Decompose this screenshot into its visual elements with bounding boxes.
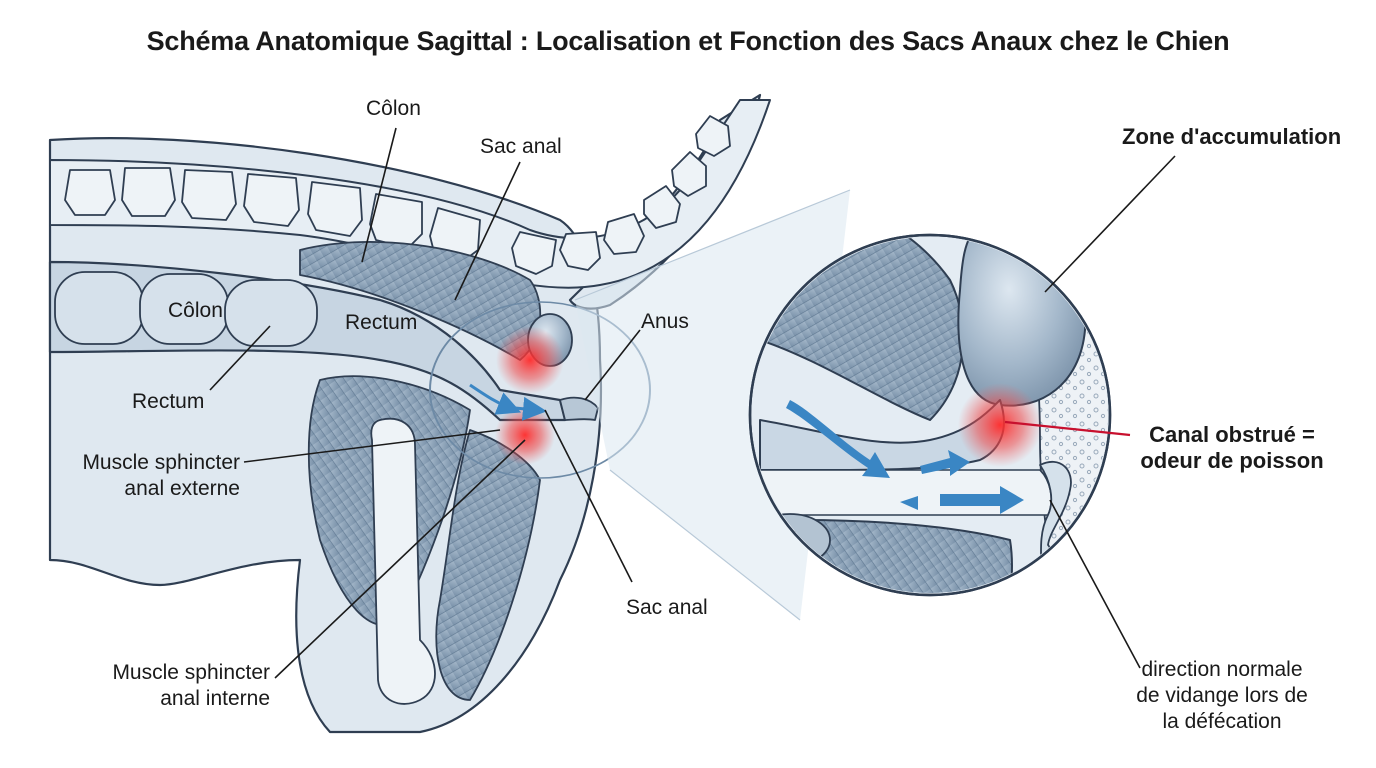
label-anus: Anus — [641, 309, 689, 335]
label-sphincter-externe-line1: Muscle sphincter — [30, 450, 240, 476]
label-sac-anal-top: Sac anal — [480, 134, 562, 160]
label-direction-line3: la défécation — [1112, 709, 1332, 735]
label-rectum-left: Rectum — [132, 389, 204, 415]
label-canal-obstrue: Canal obstrué = odeur de poisson — [1122, 422, 1342, 474]
label-sphincter-interne-line1: Muscle sphincter — [60, 660, 270, 686]
label-canal-obstrue-line1: Canal obstrué = — [1122, 422, 1342, 448]
label-colon-mid: Côlon — [168, 298, 223, 324]
label-direction-vidange: direction normale de vidange lors de la … — [1112, 657, 1332, 735]
label-sphincter-interne-line2: anal interne — [60, 686, 270, 712]
label-rectum-mid: Rectum — [345, 310, 417, 336]
label-zone-accumulation: Zone d'accumulation — [1122, 124, 1341, 150]
label-canal-obstrue-line2: odeur de poisson — [1122, 448, 1342, 474]
label-sphincter-externe-line2: anal externe — [30, 476, 240, 502]
label-direction-line1: direction normale — [1112, 657, 1332, 683]
label-sphincter-externe: Muscle sphincter anal externe — [30, 450, 240, 502]
label-colon-top: Côlon — [366, 96, 421, 122]
label-sphincter-interne: Muscle sphincter anal interne — [60, 660, 270, 712]
label-direction-line2: de vidange lors de — [1112, 683, 1332, 709]
label-sac-anal-bottom: Sac anal — [626, 595, 708, 621]
